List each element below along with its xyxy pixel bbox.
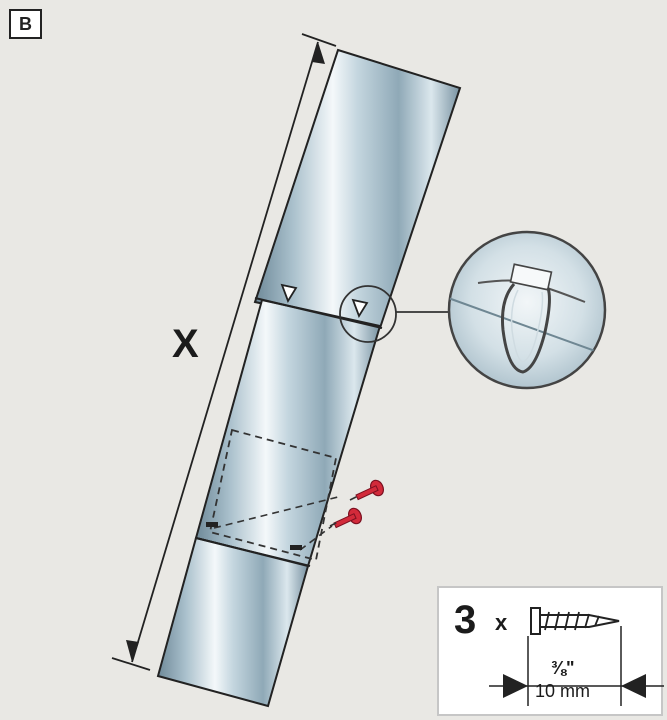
screw-icon — [530, 607, 620, 635]
screw-hole-left — [206, 522, 218, 527]
screw-length-imperial: ⅜" — [551, 658, 575, 678]
clip-notch-right — [351, 298, 369, 319]
lower-seam — [195, 537, 311, 567]
clip-notch-left — [280, 283, 298, 304]
screw-quantity: 3 — [454, 598, 477, 642]
dimension-x-arrow — [111, 33, 337, 671]
times-sign: x — [495, 610, 508, 635]
hardware-callout: 3 x ⅜" 10 mm — [437, 586, 664, 716]
screw-1 — [355, 479, 385, 501]
screw-hole-right — [290, 545, 302, 550]
hidden-inner-sleeve — [208, 428, 343, 562]
dimension-x-label: X — [172, 322, 199, 366]
screw-dimension-drawing — [489, 607, 664, 706]
detail-callout-circle — [339, 285, 397, 343]
lower-pole-section — [156, 536, 310, 708]
screw-length-metric: 10 mm — [535, 681, 591, 701]
middle-pole-section — [194, 298, 382, 568]
step-label: B — [9, 9, 42, 39]
detail-magnifier — [447, 230, 607, 390]
screw-2 — [333, 507, 363, 529]
dimension-arrow-right — [621, 674, 646, 698]
upper-seam — [254, 297, 383, 329]
dimension-arrow-left — [503, 674, 528, 698]
